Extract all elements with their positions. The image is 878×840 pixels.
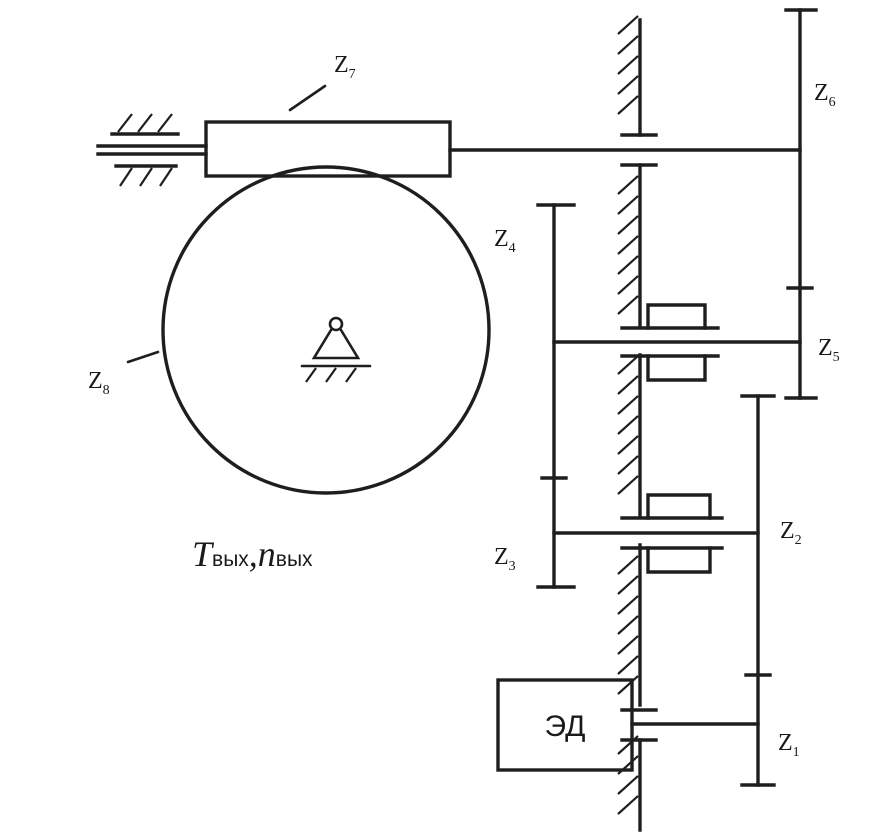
label-z7: Z7 [334,52,356,82]
worm-assembly [96,84,802,187]
bearing-housing-bottom [646,354,707,382]
wall-hatching [617,15,639,815]
hatch-line [617,75,639,95]
hatch-line [617,635,639,655]
hatch-line [617,35,639,55]
electric-motor: ЭД [496,678,760,772]
hatch-line [617,395,639,415]
hatch-line [617,575,639,595]
label-z4: Z4 [494,226,516,256]
hatch-line [617,275,639,295]
label-z5: Z5 [818,335,840,365]
shaft-upper-intermediate [552,303,802,382]
hatch-line [617,675,639,695]
label-z2: Z2 [780,518,802,548]
motor-label: ЭД [545,710,586,743]
hatch-line [617,435,639,455]
hatch-line [617,175,639,195]
bearing-housing-top [646,493,712,520]
hatch-line [617,775,639,795]
label-z3: Z3 [494,544,516,574]
hatch-line [617,55,639,75]
hatch-line [617,615,639,635]
pivot-hatching [305,367,357,383]
hatch-line [617,355,639,375]
hatch-line [617,415,639,435]
hatch-line [617,595,639,615]
hatch-line [617,555,639,575]
worm-wheel [126,165,491,495]
hatch-line [617,235,639,255]
hatch-line [617,655,639,675]
label-z1: Z1 [778,730,800,760]
gear-z2 [740,394,776,787]
hatch-line [617,215,639,235]
housing-wall [617,15,658,832]
hatch-line [617,295,639,315]
gear-z6 [784,8,818,400]
bearing-housing-bottom [646,546,712,574]
hatch-line [617,475,639,495]
z8-leader [126,350,160,364]
gear-z4 [536,203,576,589]
hatch-line [617,255,639,275]
hatch-line [617,455,639,475]
shaft-lower-intermediate [552,493,760,574]
z7-leader [288,84,327,112]
label-z6: Z6 [814,80,836,110]
gear-labels: Z7 Z8 Z6 Z4 Z5 Z2 Z3 Z1 [88,52,840,760]
bearing-housing-top [646,303,707,330]
worm-wheel-z8 [161,165,491,495]
label-z8: Z8 [88,368,110,398]
hatch-line [617,195,639,215]
hatch-line [617,795,639,815]
hatch-line [617,15,639,35]
wheel-pivot-icon [328,316,344,332]
output-label: Tвых,nвых [192,534,313,574]
support-hatching [117,113,173,187]
hatch-line [617,375,639,395]
pivot-support-icon [311,328,361,360]
hatch-line [617,95,639,115]
